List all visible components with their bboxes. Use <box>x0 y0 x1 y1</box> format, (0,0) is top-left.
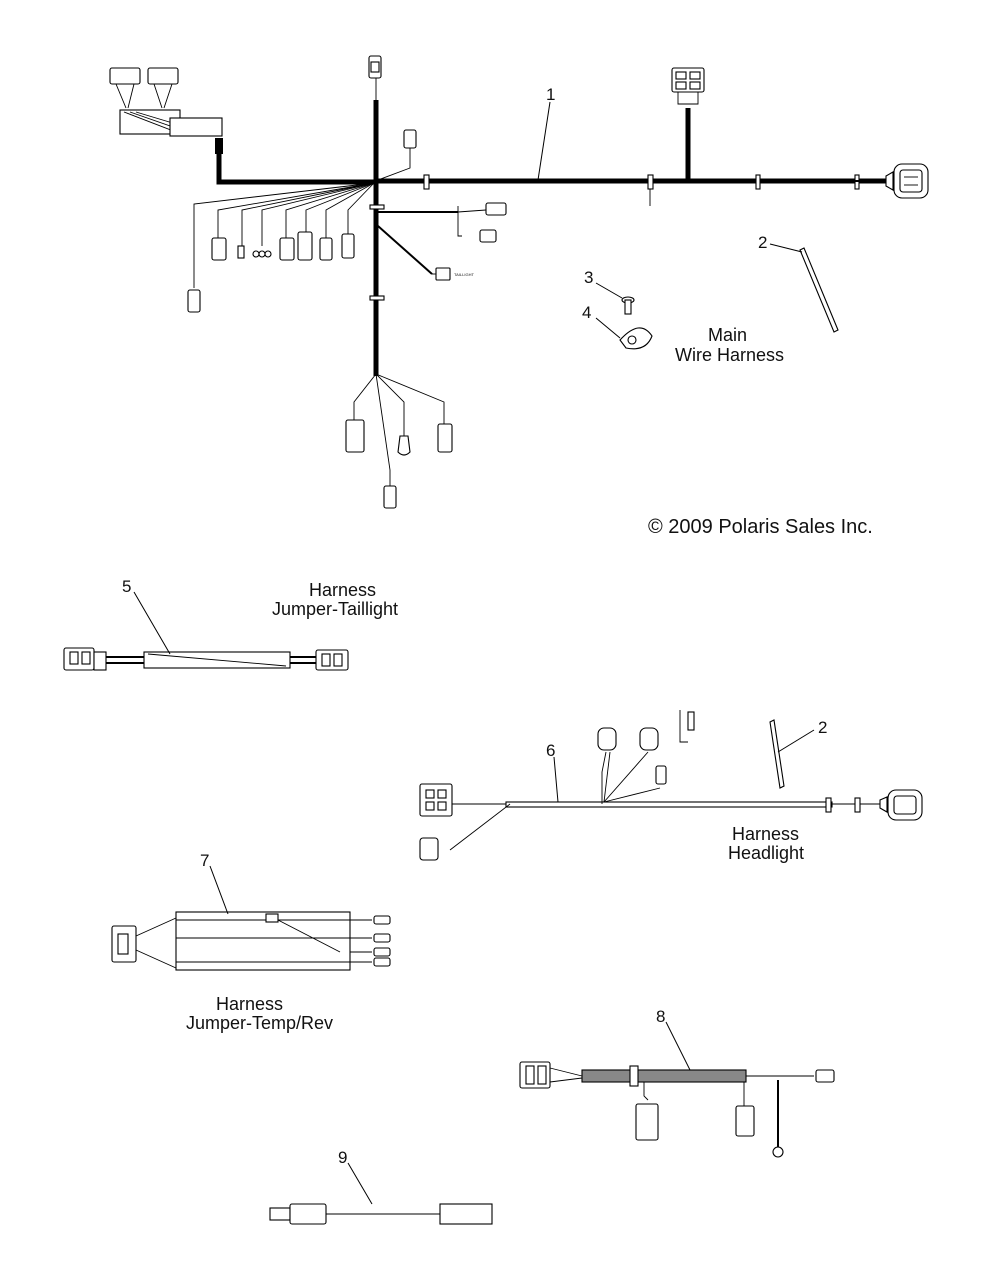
harness-item-8: 8 <box>519 1007 835 1158</box>
callout-9: 9 <box>338 1148 347 1167</box>
harness-item-9: 9 <box>269 1148 493 1225</box>
temp-rev-jumper-harness: 7 <box>111 851 391 971</box>
taillight-label-line1: Harness <box>309 580 376 600</box>
clip-part: 4 <box>582 303 653 350</box>
callout-7: 7 <box>200 851 209 870</box>
side-plug-connector <box>377 129 417 181</box>
taillight-label-line2: Jumper-Taillight <box>272 599 398 619</box>
headlight-label-line1: Harness <box>732 824 799 844</box>
cable-tie-lower: 2 <box>769 718 827 789</box>
branch-wire-fan <box>193 182 375 288</box>
main-wire-harness: TAILLIGHT 1 <box>109 55 929 509</box>
trunk-side-branches: TAILLIGHT <box>369 202 507 301</box>
callout-2-lower: 2 <box>818 718 827 737</box>
callout-1: 1 <box>546 85 555 104</box>
main-end-connector <box>885 163 929 199</box>
ecu-connector-pair <box>109 67 223 154</box>
taillight-jumper-harness: 5 <box>63 577 349 671</box>
headlight-label-line2: Headlight <box>728 843 804 863</box>
temprev-label-line2: Jumper-Temp/Rev <box>186 1013 333 1033</box>
screw-part: 3 <box>584 268 635 315</box>
callout-6: 6 <box>546 741 555 760</box>
callout-5: 5 <box>122 577 131 596</box>
cable-tie-upper: 2 <box>758 233 839 333</box>
callout-3: 3 <box>584 268 593 287</box>
top-connector <box>368 55 382 100</box>
callout-2-upper: 2 <box>758 233 767 252</box>
temprev-label-line1: Harness <box>216 994 283 1014</box>
main-harness-label-line2: Wire Harness <box>675 345 784 365</box>
headlight-harness: 6 <box>419 710 923 861</box>
lower-branch-fan <box>345 373 453 509</box>
multi-pin-connector <box>671 67 705 105</box>
svg-text:TAILLIGHT: TAILLIGHT <box>454 272 474 277</box>
main-harness-label-line1: Main <box>708 325 747 345</box>
fan-connectors <box>187 231 355 313</box>
copyright-notice: © 2009 Polaris Sales Inc. <box>648 516 873 538</box>
callout-4: 4 <box>582 303 591 322</box>
callout-8: 8 <box>656 1007 665 1026</box>
